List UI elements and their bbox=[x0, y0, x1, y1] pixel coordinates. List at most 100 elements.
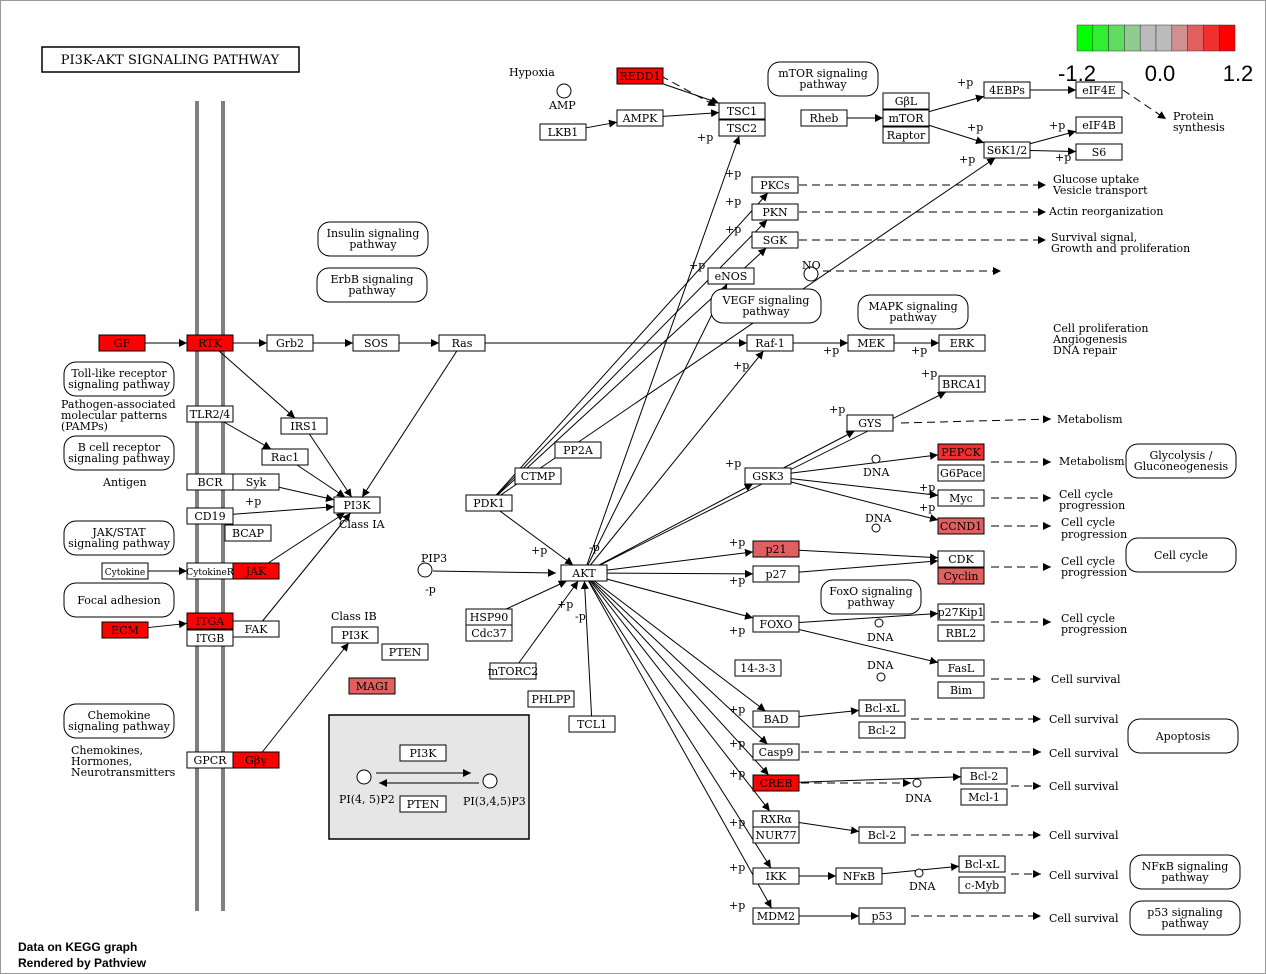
gene-node-bclxla[interactable]: Bcl-xL bbox=[858, 699, 906, 717]
gene-node-tsc2[interactable]: TSC2 bbox=[718, 119, 766, 137]
gene-node-bim[interactable]: Bim bbox=[937, 681, 985, 699]
gene-node-cyclin[interactable]: Cyclin bbox=[937, 567, 985, 585]
gene-node-pp2a[interactable]: PP2A bbox=[554, 441, 602, 459]
gene-node-ras[interactable]: Ras bbox=[438, 334, 486, 352]
gene-node-foxo[interactable]: FOXO bbox=[752, 615, 800, 633]
gene-node-sgk[interactable]: SGK bbox=[751, 231, 799, 249]
gene-node-raf1[interactable]: Raf-1 bbox=[746, 334, 794, 352]
gene-node-p21[interactable]: p21 bbox=[752, 540, 800, 558]
gene-node-brca1[interactable]: BRCA1 bbox=[938, 375, 986, 393]
gene-node-pi3k_ia[interactable]: PI3K bbox=[333, 496, 381, 514]
gene-node-pdk1[interactable]: PDK1 bbox=[465, 494, 513, 512]
gene-node-myc[interactable]: Myc bbox=[937, 489, 985, 507]
gene-node-fak[interactable]: FAK bbox=[232, 620, 280, 638]
gene-node-ampk[interactable]: AMPK bbox=[616, 109, 664, 127]
gene-node-bcl2c[interactable]: Bcl-2 bbox=[858, 826, 906, 844]
gene-node-nfkb[interactable]: NFκB bbox=[835, 867, 883, 885]
gene-node-akt[interactable]: AKT bbox=[560, 564, 608, 582]
gene-node-mdm2[interactable]: MDM2 bbox=[752, 907, 800, 925]
gene-node-gbl[interactable]: GβL bbox=[882, 92, 930, 110]
gene-node-erk[interactable]: ERK bbox=[938, 334, 986, 352]
gene-node-creb[interactable]: CREB bbox=[752, 774, 800, 792]
pathway-map-cellcycle[interactable]: Cell cycle bbox=[1125, 537, 1237, 573]
gene-node-gf[interactable]: GF bbox=[98, 334, 146, 352]
gene-node-enos[interactable]: eNOS bbox=[707, 267, 755, 285]
gene-node-itgb[interactable]: ITGB bbox=[186, 629, 234, 647]
gene-node-mek[interactable]: MEK bbox=[847, 334, 895, 352]
pi345p3-compound[interactable] bbox=[482, 773, 498, 789]
pi45p2-compound[interactable] bbox=[356, 769, 372, 785]
gene-node-itga[interactable]: ITGA bbox=[186, 612, 234, 630]
gene-node-pkcs[interactable]: PKCs bbox=[751, 176, 799, 194]
gene-node-p27[interactable]: p27 bbox=[752, 565, 800, 583]
gene-node-bcap[interactable]: BCAP bbox=[224, 524, 272, 542]
gene-node-bcl2a[interactable]: Bcl-2 bbox=[858, 721, 906, 739]
gene-node-sos[interactable]: SOS bbox=[352, 334, 400, 352]
gene-node-pi3k_ib[interactable]: PI3K bbox=[331, 626, 379, 644]
gene-node-cytokine[interactable]: Cytokine bbox=[101, 562, 149, 580]
gene-node-pten_box[interactable]: PTEN bbox=[399, 795, 447, 813]
gene-node-bcl2b[interactable]: Bcl-2 bbox=[960, 767, 1008, 785]
gene-node-grb2[interactable]: Grb2 bbox=[266, 334, 314, 352]
gene-node-raptor[interactable]: Raptor bbox=[882, 126, 930, 144]
gene-node-cd19[interactable]: CD19 bbox=[186, 507, 234, 525]
gene-node-mtorc2[interactable]: mTORC2 bbox=[488, 662, 538, 680]
gene-node-ctmp[interactable]: CTMP bbox=[514, 467, 562, 485]
gene-node-mcl1[interactable]: Mcl-1 bbox=[960, 788, 1008, 806]
gene-node-tcl1[interactable]: TCL1 bbox=[568, 715, 616, 733]
gene-node-gpcr[interactable]: GPCR bbox=[186, 751, 234, 769]
gene-node-ebp4[interactable]: 4EBPs bbox=[983, 81, 1031, 99]
gene-node-cytokiner[interactable]: CytokineR bbox=[186, 562, 234, 580]
gene-node-tsc1[interactable]: TSC1 bbox=[718, 102, 766, 120]
gene-node-nur77[interactable]: NUR77 bbox=[752, 826, 800, 844]
gene-node-gys[interactable]: GYS bbox=[846, 414, 894, 432]
gene-node-rac1[interactable]: Rac1 bbox=[261, 448, 309, 466]
gene-node-casp9[interactable]: Casp9 bbox=[752, 743, 800, 761]
gene-node-s6k[interactable]: S6K1/2 bbox=[983, 141, 1031, 159]
gene-node-rtk[interactable]: RTK bbox=[186, 334, 234, 352]
gene-node-pepck[interactable]: PEPCK bbox=[937, 443, 985, 461]
gene-node-pi3k_box[interactable]: PI3K bbox=[399, 744, 447, 762]
gene-node-rheb[interactable]: Rheb bbox=[800, 109, 848, 127]
gene-node-p53[interactable]: p53 bbox=[858, 907, 906, 925]
gene-node-bcr[interactable]: BCR bbox=[186, 473, 234, 491]
gene-node-bclxlb[interactable]: Bcl-xL bbox=[958, 855, 1006, 873]
gene-node-s6[interactable]: S6 bbox=[1075, 143, 1123, 161]
pathway-map-glyco[interactable]: Glycolysis /Gluconeogenesis bbox=[1125, 443, 1237, 479]
gene-node-gby[interactable]: Gβγ bbox=[232, 751, 280, 769]
gene-node-ecm[interactable]: ECM bbox=[101, 621, 149, 639]
gene-node-jak[interactable]: JAK bbox=[232, 562, 280, 580]
gene-node-p1433[interactable]: 14-3-3 bbox=[734, 659, 782, 677]
amp-compound[interactable] bbox=[556, 83, 572, 99]
gene-node-rxra[interactable]: RXRα bbox=[752, 810, 800, 828]
gene-node-hsp90[interactable]: HSP90 bbox=[465, 608, 513, 626]
pip3-compound[interactable] bbox=[417, 562, 433, 578]
gene-node-magi[interactable]: MAGI bbox=[348, 677, 396, 695]
gene-node-cdc37[interactable]: Cdc37 bbox=[465, 624, 513, 642]
gene-node-fasl[interactable]: FasL bbox=[937, 659, 985, 677]
gene-node-mtor[interactable]: mTOR bbox=[882, 109, 930, 127]
gene-node-pten[interactable]: PTEN bbox=[381, 643, 429, 661]
gene-node-cmyb[interactable]: c-Myb bbox=[958, 876, 1006, 894]
gene-node-p27kip1[interactable]: p27Kip1 bbox=[937, 603, 985, 621]
gene-node-syk[interactable]: Syk bbox=[232, 473, 280, 491]
gene-node-tlr[interactable]: TLR2/4 bbox=[186, 405, 234, 423]
pathway-map-apoptosis[interactable]: Apoptosis bbox=[1127, 718, 1239, 754]
gene-node-irs1[interactable]: IRS1 bbox=[280, 417, 328, 435]
gene-node-ccnd1[interactable]: CCND1 bbox=[937, 517, 985, 535]
gene-node-g6pace[interactable]: G6Pace bbox=[937, 464, 985, 482]
pathway-map-focal[interactable]: Focal adhesion bbox=[63, 582, 175, 618]
gene-node-eif4e[interactable]: eIF4E bbox=[1075, 81, 1123, 99]
gene-node-gsk3[interactable]: GSK3 bbox=[744, 467, 792, 485]
no-compound[interactable] bbox=[803, 266, 819, 282]
